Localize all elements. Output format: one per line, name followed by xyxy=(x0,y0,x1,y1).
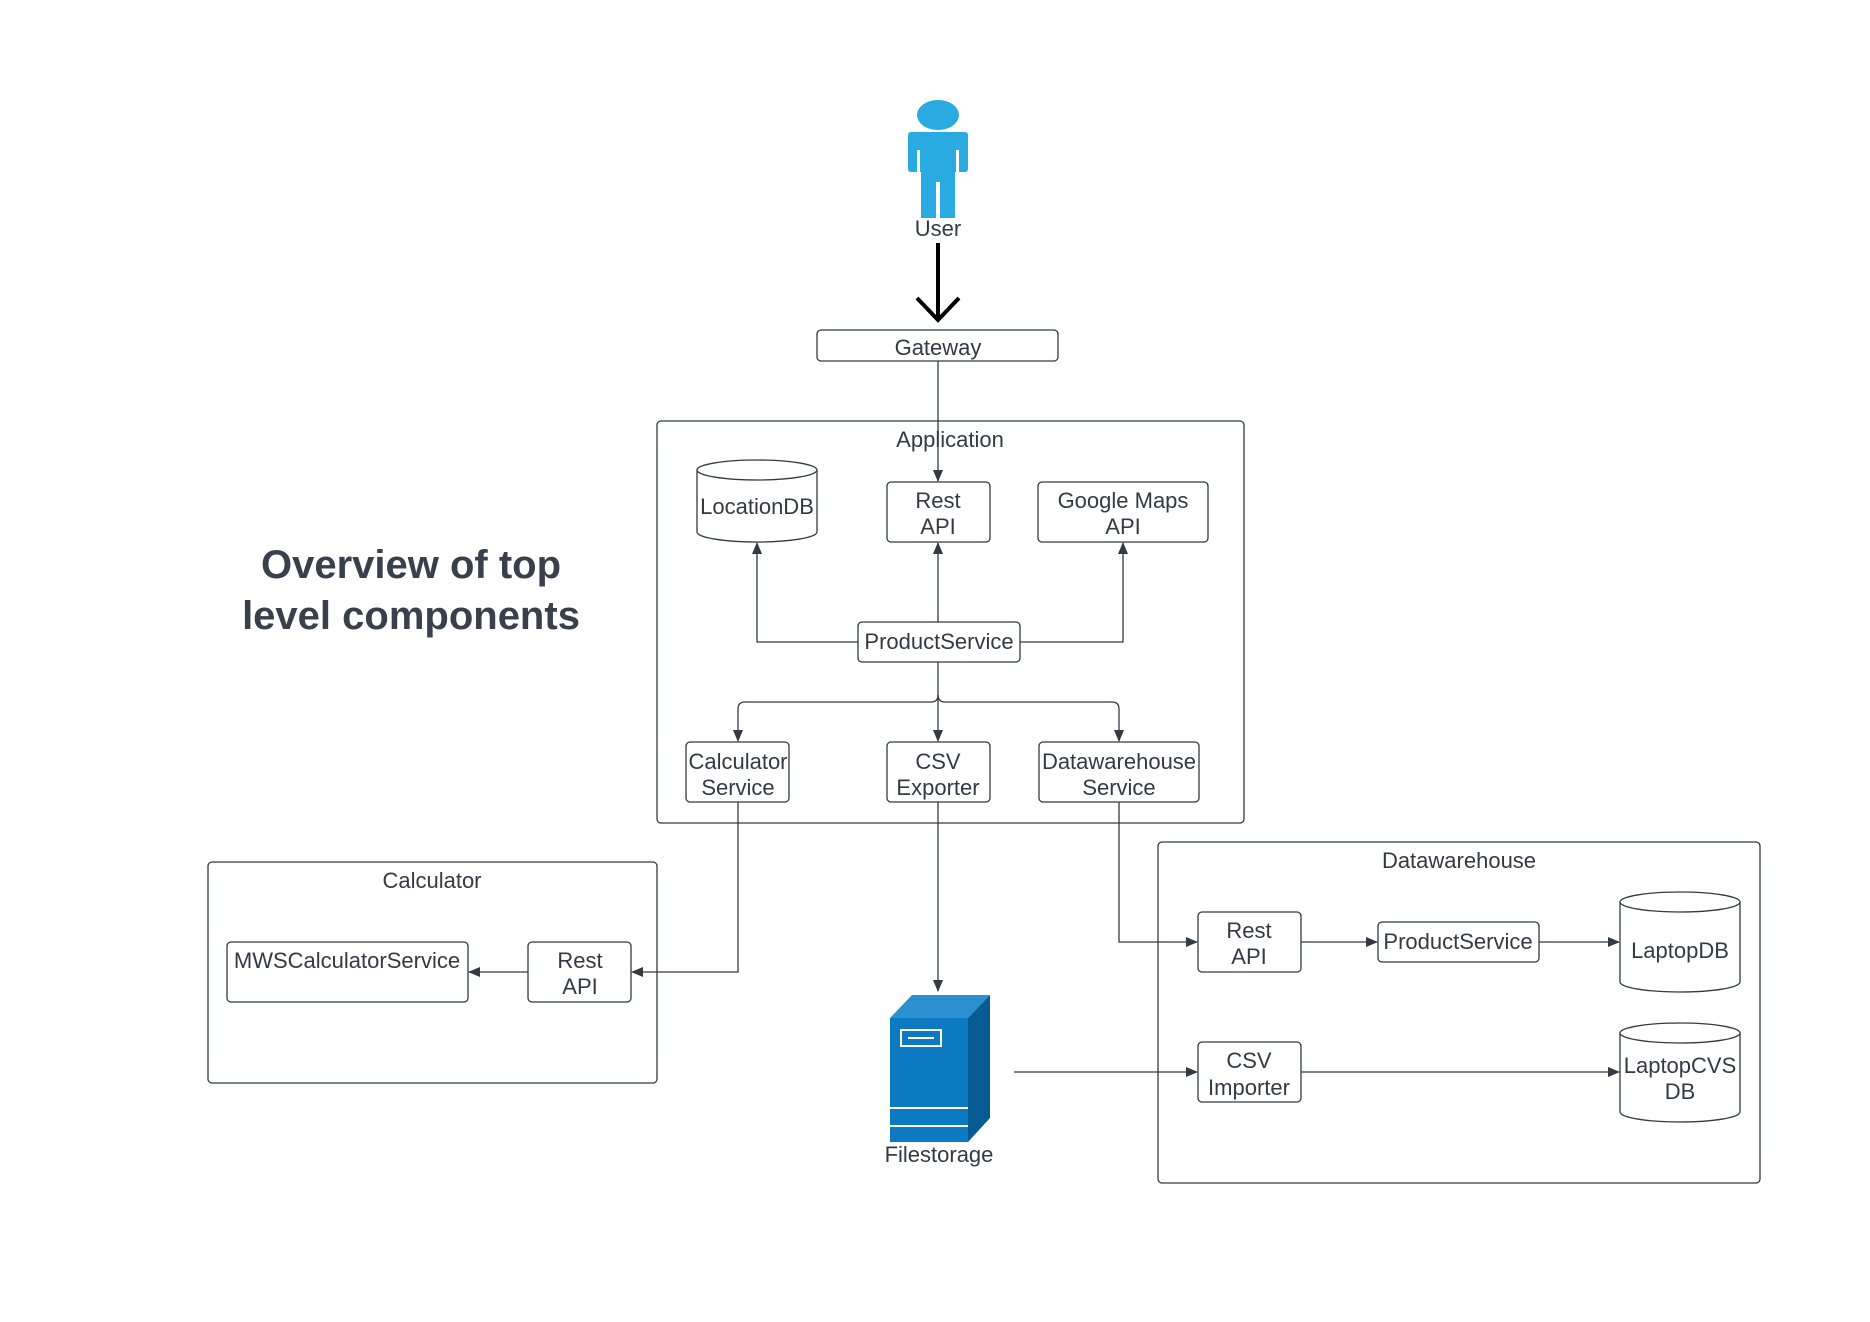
productservice-to-calculator-service-edge xyxy=(733,662,939,742)
user-label: User xyxy=(915,216,961,241)
productservice-to-googlemaps-edge xyxy=(1020,542,1128,643)
gateway-label: Gateway xyxy=(895,335,982,360)
csv-importer-label-1: CSV xyxy=(1226,1048,1272,1073)
calculator-service-label-2: Service xyxy=(701,775,774,800)
calculator-service-to-calculator-rest-api-edge xyxy=(631,802,739,977)
server-icon[interactable] xyxy=(890,995,990,1142)
application-productservice-label: ProductService xyxy=(864,629,1013,654)
gateway-node[interactable]: Gateway xyxy=(816,329,1059,362)
csv-importer-label-2: Importer xyxy=(1208,1075,1290,1100)
laptopdb-node[interactable]: LaptopDB xyxy=(1619,891,1741,993)
user-to-gateway-arrow xyxy=(915,243,961,323)
datawarehouse-container xyxy=(1157,841,1761,1184)
application-container xyxy=(656,420,1245,824)
datawarehouse-service-to-dw-rest-api-edge xyxy=(1118,802,1198,947)
application-rest-api-label-2: API xyxy=(920,514,955,539)
datawarehouse-service-label-2: Service xyxy=(1082,775,1155,800)
application-container-label: Application xyxy=(896,427,1004,452)
datawarehouse-service-label-1: Datawarehouse xyxy=(1042,749,1196,774)
locationdb-node[interactable]: LocationDB xyxy=(696,459,818,543)
datawarehouse-container-label: Datawarehouse xyxy=(1382,848,1536,873)
datawarehouse-rest-api-label-1: Rest xyxy=(1226,918,1271,943)
laptopdb-label: LaptopDB xyxy=(1631,938,1729,963)
google-maps-api-node[interactable]: Google Maps API xyxy=(1037,481,1209,543)
calculator-container-label: Calculator xyxy=(382,868,481,893)
csv-importer-node[interactable]: CSV Importer xyxy=(1197,1041,1302,1103)
csv-exporter-node[interactable]: CSV Exporter xyxy=(886,741,991,803)
google-maps-api-label-2: API xyxy=(1105,514,1140,539)
mws-calculator-service-node[interactable]: MWSCalculatorService xyxy=(226,941,469,1003)
calculator-rest-api-label-2: API xyxy=(562,974,597,999)
datawarehouse-rest-api-label-2: API xyxy=(1231,944,1266,969)
productservice-to-locationdb-edge xyxy=(752,542,858,643)
csv-exporter-label-1: CSV xyxy=(915,749,961,774)
calculator-rest-api-node[interactable]: Rest API xyxy=(527,941,632,1003)
calculator-rest-api-label-1: Rest xyxy=(557,948,602,973)
mws-calculator-service-label: MWSCalculatorService xyxy=(234,948,460,973)
application-rest-api-label-1: Rest xyxy=(915,488,960,513)
datawarehouse-productservice-node[interactable]: ProductService xyxy=(1377,921,1540,963)
application-productservice-node[interactable]: ProductService xyxy=(857,621,1021,663)
laptopcvsdb-label-1: LaptopCVS xyxy=(1624,1053,1737,1078)
locationdb-label: LocationDB xyxy=(700,494,814,519)
datawarehouse-productservice-label: ProductService xyxy=(1383,929,1532,954)
productservice-to-datawarehouse-service-edge xyxy=(937,694,1124,742)
diagram-title-line-1: Overview of top xyxy=(261,543,561,587)
laptopcvsdb-node[interactable]: LaptopCVS DB xyxy=(1619,1022,1741,1123)
google-maps-api-label-1: Google Maps xyxy=(1058,488,1189,513)
csv-exporter-label-2: Exporter xyxy=(896,775,979,800)
diagram-title-line-2: level components xyxy=(242,594,580,638)
filestorage-label: Filestorage xyxy=(885,1142,994,1167)
calculator-service-node[interactable]: Calculator Service xyxy=(685,741,790,803)
application-rest-api-node[interactable]: Rest API xyxy=(886,481,991,543)
user-icon xyxy=(908,100,968,220)
laptopcvsdb-label-2: DB xyxy=(1665,1079,1696,1104)
datawarehouse-rest-api-node[interactable]: Rest API xyxy=(1197,911,1302,973)
datawarehouse-service-node[interactable]: Datawarehouse Service xyxy=(1038,741,1200,803)
calculator-service-label-1: Calculator xyxy=(688,749,787,774)
